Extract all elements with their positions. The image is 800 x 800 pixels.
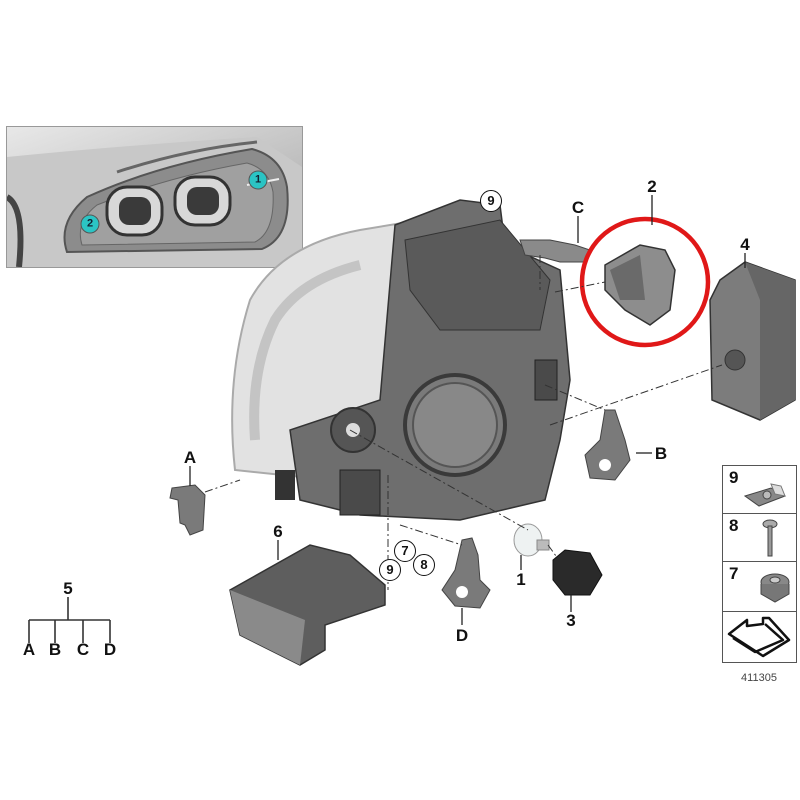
- vehicle-inset: 1 2: [6, 126, 303, 268]
- expanding-nut-icon: [760, 573, 790, 603]
- kit-child-a[interactable]: A: [22, 640, 36, 659]
- part-label-c[interactable]: C: [571, 198, 585, 217]
- part-label-a[interactable]: A: [183, 448, 197, 467]
- bracket-d: [441, 537, 491, 609]
- direction-arrow-box: [722, 611, 797, 663]
- part-label-4[interactable]: 4: [740, 235, 750, 254]
- legend-item-9[interactable]: 9: [722, 465, 797, 515]
- part-label-d[interactable]: D: [455, 626, 469, 645]
- callout-7[interactable]: 7: [394, 540, 416, 562]
- part-label-b[interactable]: B: [654, 444, 668, 463]
- legend-number: 7: [729, 564, 739, 583]
- screw-icon: [762, 519, 778, 557]
- part-label-1[interactable]: 1: [516, 570, 526, 589]
- part-label-2[interactable]: 2: [647, 177, 657, 196]
- arrow-icon: [727, 616, 791, 658]
- headlight-illustration: [7, 137, 302, 267]
- legend-item-7[interactable]: 7: [722, 561, 797, 613]
- kit-child-c[interactable]: C: [76, 640, 90, 659]
- bracket-a: [169, 484, 206, 536]
- highlight-circle: [579, 216, 711, 348]
- callout-8[interactable]: 8: [413, 554, 435, 576]
- socket-3: [552, 549, 603, 596]
- callout-9-bottom[interactable]: 9: [379, 559, 401, 581]
- inset-marker-1: 1: [248, 170, 268, 190]
- clip-nut-icon: [743, 483, 787, 507]
- kit-child-d[interactable]: D: [103, 640, 117, 659]
- legend-number: 8: [729, 516, 739, 535]
- legend-number: 9: [729, 468, 739, 487]
- diagram-reference-number: 411305: [741, 672, 777, 684]
- kit-tree-lines: [28, 597, 111, 643]
- legend-item-8[interactable]: 8: [722, 513, 797, 563]
- kit-child-b[interactable]: B: [48, 640, 62, 659]
- inset-marker-2: 2: [80, 214, 100, 234]
- bracket-b: [584, 409, 631, 481]
- part-label-3[interactable]: 3: [566, 611, 576, 630]
- callout-9-top[interactable]: 9: [480, 190, 502, 212]
- part-label-6[interactable]: 6: [273, 522, 283, 541]
- kit-root-5[interactable]: 5: [63, 579, 73, 598]
